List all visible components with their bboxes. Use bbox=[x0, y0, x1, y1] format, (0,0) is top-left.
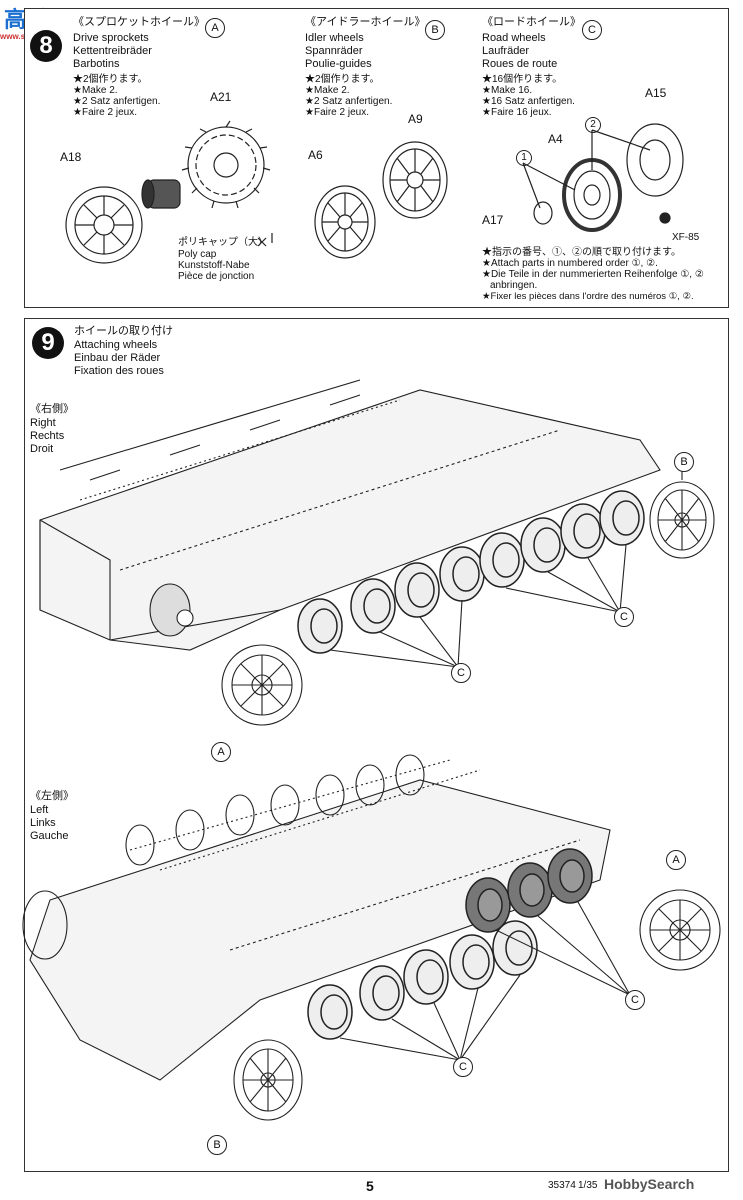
footer-code: 35374 bbox=[548, 1180, 576, 1191]
step8-frame bbox=[24, 8, 729, 308]
step9-title-en: Attaching wheels bbox=[74, 339, 158, 351]
tag-a: A bbox=[205, 18, 225, 38]
callout-c-left-2: C bbox=[453, 1057, 473, 1077]
left-jp: 《左側》 bbox=[30, 790, 74, 802]
polycap-fr: Pièce de jonction bbox=[178, 271, 255, 282]
callout-b-left: B bbox=[207, 1135, 227, 1155]
idler-a9-drawing bbox=[382, 141, 448, 219]
order-1: 1 bbox=[516, 150, 532, 166]
sprocket-note-4: ★Faire 2 jeux. bbox=[73, 107, 137, 118]
step9-title-jp: ホイールの取り付け bbox=[74, 325, 173, 337]
left-roadwheels-installed bbox=[465, 848, 593, 933]
road-en: Road wheels bbox=[482, 32, 546, 44]
sprocket-a18-drawing bbox=[65, 186, 143, 264]
road-note-4: ★Faire 16 jeux. bbox=[482, 107, 552, 118]
callout-a-left: A bbox=[666, 850, 686, 870]
left-sprocket bbox=[639, 889, 721, 971]
road-fr: Roues de route bbox=[482, 58, 558, 70]
sprocket-note-1: ★2個作ります。 bbox=[73, 74, 148, 85]
tag-c: C bbox=[582, 20, 602, 40]
sprocket-note-3: ★2 Satz anfertigen. bbox=[73, 96, 161, 107]
idler-fr: Poulie-guides bbox=[305, 58, 372, 70]
road-de: Laufräder bbox=[482, 45, 530, 57]
polycap-en: Poly cap bbox=[178, 249, 217, 260]
callout-c-right-1: C bbox=[614, 607, 634, 627]
sprocket-jp: 《スプロケットホイール》 bbox=[73, 16, 205, 28]
step9-title-fr: Fixation des roues bbox=[74, 365, 164, 377]
step9-number: 9 bbox=[32, 327, 64, 359]
order-note-2: ★Attach parts in numbered order ①, ②. bbox=[482, 258, 658, 269]
part-a18: A18 bbox=[60, 150, 82, 164]
part-a21: A21 bbox=[210, 90, 232, 104]
sprocket-en: Drive sprockets bbox=[73, 32, 149, 44]
step9-title-de: Einbau der Räder bbox=[74, 352, 161, 364]
idler-note-2: ★Make 2. bbox=[305, 85, 350, 96]
idler-note-1: ★2個作ります。 bbox=[305, 74, 380, 85]
right-de: Rechts bbox=[30, 430, 65, 442]
order-note-5: ★Fixer les pièces dans l'ordre des numér… bbox=[482, 291, 694, 302]
order-note-3: ★Die Teile in der nummerierten Reihenfol… bbox=[482, 269, 704, 280]
right-roadwheels bbox=[297, 490, 645, 654]
screw-icon bbox=[257, 233, 273, 247]
sprocket-a21-drawing bbox=[181, 120, 271, 209]
right-jp: 《右側》 bbox=[30, 403, 74, 415]
polycap-de: Kunststoff-Nabe bbox=[178, 260, 250, 271]
hull-left-drawing bbox=[22, 754, 611, 1081]
part-a4: A4 bbox=[548, 132, 563, 146]
roadwheel-drawing bbox=[522, 123, 684, 232]
callout-a-right: A bbox=[211, 742, 231, 762]
callout-c-left-1: C bbox=[625, 990, 645, 1010]
callout-b-right: B bbox=[674, 452, 694, 472]
part-a17: A17 bbox=[482, 213, 504, 227]
sprocket-note-2: ★Make 2. bbox=[73, 85, 118, 96]
road-note-1: ★16個作ります。 bbox=[482, 74, 563, 85]
part-a15: A15 bbox=[645, 86, 667, 100]
order-note-4: anbringen. bbox=[490, 280, 538, 291]
idler-a6-drawing bbox=[314, 185, 376, 259]
road-note-3: ★16 Satz anfertigen. bbox=[482, 96, 575, 107]
sprocket-de: Kettentreibräder bbox=[73, 45, 152, 57]
callout-c-right-2: C bbox=[451, 663, 471, 683]
sprocket-fr: Barbotins bbox=[73, 58, 120, 70]
tag-b: B bbox=[425, 20, 445, 40]
left-fr: Gauche bbox=[30, 830, 69, 842]
polycap-drawing bbox=[141, 179, 181, 209]
polycap-jp: ポリキャップ（大） bbox=[178, 237, 268, 248]
right-idler bbox=[649, 481, 715, 559]
road-jp: 《ロードホイール》 bbox=[482, 16, 581, 28]
idler-de: Spannräder bbox=[305, 45, 363, 57]
right-en: Right bbox=[30, 417, 56, 429]
idler-note-4: ★Faire 2 jeux. bbox=[305, 107, 369, 118]
left-de: Links bbox=[30, 817, 56, 829]
left-idler bbox=[233, 1039, 303, 1121]
order-note-1: ★指示の番号、①、②の順で取り付けます。 bbox=[482, 247, 681, 258]
footer-scale: 1/35 bbox=[578, 1180, 598, 1191]
idler-jp: 《アイドラーホイール》 bbox=[305, 16, 426, 28]
part-a6: A6 bbox=[308, 148, 323, 162]
road-note-2: ★Make 16. bbox=[482, 85, 533, 96]
paint-xf85: XF-85 bbox=[672, 232, 700, 243]
idler-en: Idler wheels bbox=[305, 32, 364, 44]
hull-right-drawing bbox=[39, 379, 661, 651]
part-a9: A9 bbox=[408, 112, 423, 126]
order-2: 2 bbox=[585, 117, 601, 133]
idler-note-3: ★2 Satz anfertigen. bbox=[305, 96, 393, 107]
left-roadwheels bbox=[307, 920, 538, 1040]
watermark-brand: HobbySearch bbox=[604, 1176, 695, 1192]
step8-drawings bbox=[65, 120, 684, 264]
right-sprocket bbox=[221, 644, 303, 726]
right-fr: Droit bbox=[30, 443, 54, 455]
left-en: Left bbox=[30, 804, 49, 816]
step8-number: 8 bbox=[30, 30, 62, 62]
page-number: 5 bbox=[366, 1178, 374, 1194]
